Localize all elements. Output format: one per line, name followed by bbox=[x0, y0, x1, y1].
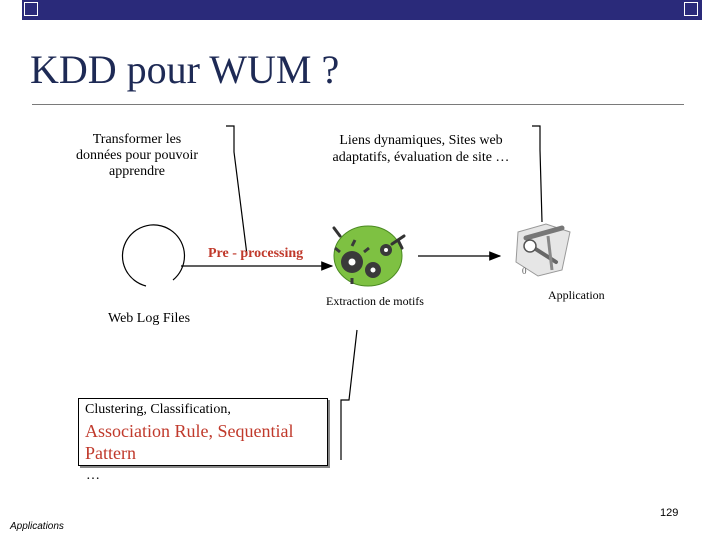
extraction-label: Extraction de motifs bbox=[326, 294, 424, 308]
callout-pointer-algorithms bbox=[340, 329, 358, 460]
callout-pointer-transform bbox=[226, 125, 248, 256]
footer-label: Applications bbox=[10, 521, 64, 532]
svg-text:0: 0 bbox=[522, 266, 527, 276]
algorithms-line-1: Clustering, Classification, bbox=[85, 402, 231, 417]
callout-transform-line-2: données pour pouvoir bbox=[75, 148, 199, 163]
callout-liens-dynamiques: Liens dynamiques, Sites web adaptatifs, … bbox=[310, 132, 532, 166]
callout-liens-line-1: Liens dynamiques, Sites web bbox=[339, 133, 503, 148]
weblog-label: Web Log Files bbox=[108, 311, 191, 326]
bar-square-left bbox=[24, 2, 38, 16]
title-underline bbox=[32, 104, 684, 105]
preprocessing-label: Pre - processing bbox=[208, 246, 304, 261]
application-tools-icon: 0 bbox=[515, 223, 571, 277]
algorithms-box: Clustering, Classification, Association … bbox=[78, 398, 328, 466]
web-log-files-icon bbox=[121, 224, 186, 287]
callout-liens-line-2: adaptatifs, évaluation de site … bbox=[332, 150, 510, 165]
algorithms-ellipsis: … bbox=[86, 468, 100, 483]
callout-transform-line-3: apprendre bbox=[109, 164, 165, 179]
application-label: Application bbox=[548, 288, 605, 302]
bar-square-right bbox=[684, 2, 698, 16]
gears-icon bbox=[332, 225, 406, 287]
algorithms-line-2: Association Rule, Sequential bbox=[85, 421, 294, 441]
callout-transform-data: Transformer les données pour pouvoir app… bbox=[48, 132, 226, 180]
page-number: 129 bbox=[660, 507, 679, 519]
callout-transform-line-1: Transformer les bbox=[92, 132, 182, 147]
slide-title: KDD pour WUM ? bbox=[30, 47, 340, 92]
callout-pointer-liens bbox=[532, 125, 543, 223]
algorithms-line-3: Pattern bbox=[85, 443, 136, 463]
top-decorative-bar bbox=[22, 0, 702, 20]
